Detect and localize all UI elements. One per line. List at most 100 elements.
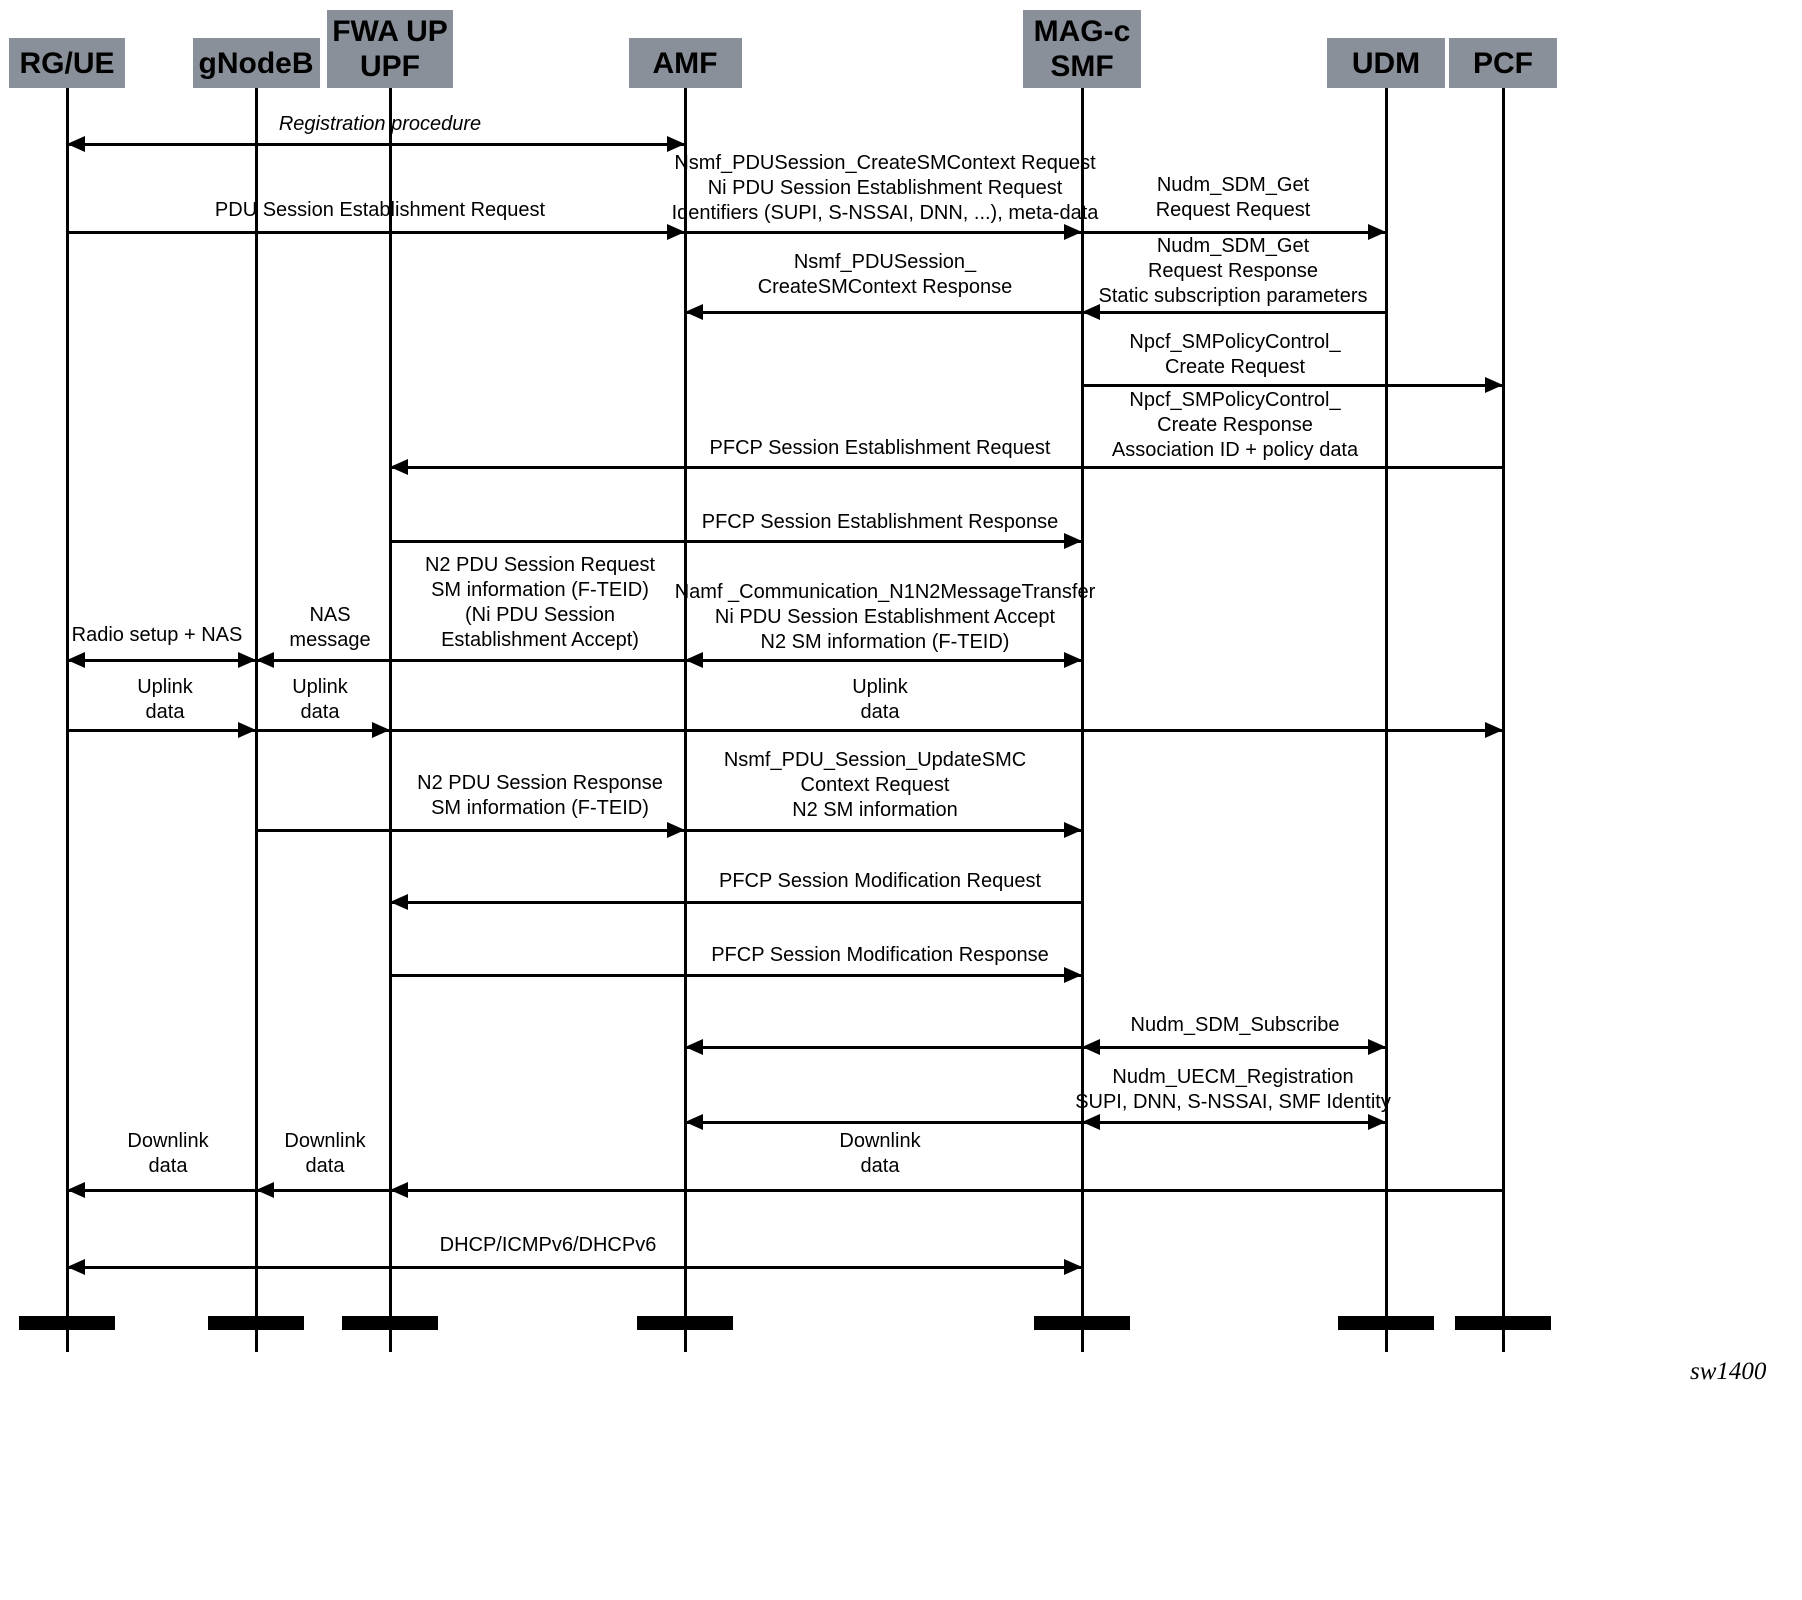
label-line: Uplink	[137, 676, 193, 698]
message-line-nas-message	[256, 658, 685, 662]
participant-box-gnodeb: gNodeB	[192, 38, 320, 88]
arrowhead-left-radio-setup-nas	[67, 651, 85, 668]
message-label-npcf-smpolicycontrol-create-request: Npcf_SMPolicyControl_ Create Request	[935, 330, 1535, 380]
label-line: Npcf_SMPolicyControl_	[1129, 389, 1341, 411]
participant-label: UPF	[360, 50, 420, 83]
arrowhead-left-namf-communication-n1n2messagetransfer	[685, 651, 703, 668]
message-line-pdu-session-establishment-request	[67, 230, 685, 234]
arrowhead-right-pfcp-session-establishment-response	[1064, 532, 1082, 549]
label-line: Identifiers (SUPI, S-NSSAI, DNN, ...), m…	[671, 202, 1099, 224]
lifeline-rg-ue	[65, 88, 69, 1352]
label-line: Create Response	[1157, 414, 1313, 436]
label-line: Npcf_SMPolicyControl_	[1129, 331, 1341, 353]
message-line-radio-setup-nas	[67, 658, 256, 662]
message-line-registration-procedure	[67, 142, 685, 146]
label-line: Namf _Communication_N1N2MessageTransfer	[674, 581, 1096, 603]
label-line: DHCP/ICMPv6/DHCPv6	[439, 1234, 657, 1256]
arrowhead-right-dhcp-icmpv6-dhcpv6	[1064, 1258, 1082, 1275]
message-label-uplink-data-gnodeb-upf: Uplink data	[20, 675, 620, 725]
participant-box-pcf: PCF	[1449, 38, 1557, 88]
label-line: data	[145, 701, 185, 723]
arrowhead-right-pfcp-session-modification-response	[1064, 966, 1082, 983]
participant-label: PCF	[1473, 46, 1533, 80]
lifeline-end-bar-rg-ue	[19, 1316, 115, 1330]
label-line: Downlink	[839, 1130, 921, 1152]
participant-label: SMF	[1050, 50, 1114, 83]
arrowhead-right-namf-communication-n1n2messagetransfer	[1064, 651, 1082, 668]
label-line: Request Response	[1147, 260, 1319, 282]
message-line-npcf-smpolicycontrol-create-request	[1082, 383, 1503, 387]
message-line-uplink-data-upf-network	[390, 728, 1503, 732]
message-line-uplink-data-rg-gnodeb	[67, 728, 256, 732]
label-line: Radio setup + NAS	[71, 624, 243, 646]
arrowhead-right-npcf-smpolicycontrol-create-request	[1485, 376, 1503, 393]
label-line: SM information (F-TEID)	[431, 797, 649, 819]
message-line-nudm-sdm-subscribe-amf-leg	[685, 1045, 1082, 1049]
lifeline-pcf	[1501, 88, 1505, 1352]
label-line: Establishment Accept)	[441, 629, 639, 651]
label-line: data	[300, 701, 340, 723]
arrowhead-left-nudm-uecm-registration-amf-leg	[685, 1113, 703, 1130]
message-label-nsmf-pdusession-createsmcontext-response: Nsmf_PDUSession_CreateSMContext Response	[585, 250, 1185, 300]
arrowhead-left-nsmf-pdusession-createsmcontext-response	[685, 303, 703, 320]
message-line-downlink-data-upf-gnodeb	[256, 1188, 390, 1192]
label-line: data	[305, 1155, 345, 1177]
arrowhead-right-radio-setup-nas	[238, 651, 256, 668]
message-line-nsmf-pdu-session-updatesmc	[685, 828, 1082, 832]
label-line: Nsmf_PDUSession_CreateSMContext Request	[674, 152, 1096, 174]
message-line-dhcp-icmpv6-dhcpv6	[67, 1265, 1082, 1269]
participant-label: AMF	[652, 46, 718, 80]
label-line: PDU Session Establishment Request	[214, 199, 546, 221]
arrowhead-left-nudm-sdm-subscribe-amf-leg	[685, 1038, 703, 1055]
label-line: message	[289, 629, 371, 651]
label-line: Registration procedure	[278, 113, 482, 135]
arrowhead-right-pdu-session-establishment-request	[667, 223, 685, 240]
label-line: N2 SM information (F-TEID)	[760, 631, 1010, 653]
label-line: (Ni PDU Session	[464, 604, 616, 626]
label-line: Association ID + policy data	[1111, 439, 1359, 461]
message-label-pdu-session-establishment-request: PDU Session Establishment Request	[80, 198, 680, 223]
figure-id-watermark: sw1400	[1690, 1358, 1767, 1385]
label-line: Nsmf_PDU_Session_UpdateSMC	[723, 749, 1027, 771]
lifeline-udm	[1384, 88, 1388, 1352]
message-label-downlink-data-upf-gnodeb: Downlink data	[25, 1129, 625, 1179]
label-line: Downlink	[127, 1130, 209, 1152]
participant-label: RG/UE	[19, 46, 115, 80]
participant-label: UDM	[1351, 46, 1421, 80]
label-line: Downlink	[284, 1130, 366, 1152]
label-line: Ni PDU Session Establishment Accept	[714, 606, 1056, 628]
arrowhead-left-downlink-data-upf-gnodeb	[256, 1181, 274, 1198]
label-line: SM information (F-TEID)	[431, 579, 649, 601]
message-line-nsmf-pdusession-createsmcontext-request	[685, 230, 1082, 234]
arrowhead-left-nas-message	[256, 651, 274, 668]
label-line: N2 PDU Session Response	[417, 772, 663, 794]
message-line-nudm-uecm-registration	[1082, 1120, 1386, 1124]
arrowhead-right-nudm-uecm-registration	[1368, 1113, 1386, 1130]
message-label-radio-setup-nas: Radio setup + NAS	[0, 623, 457, 648]
label-line: Ni PDU Session Establishment Request	[707, 177, 1063, 199]
arrowhead-left-pfcp-session-modification-request	[390, 893, 408, 910]
label-line: Create Request	[1164, 356, 1306, 378]
message-line-n2-pdu-session-response	[256, 828, 685, 832]
arrowhead-right-nsmf-pdu-session-updatesmc	[1064, 821, 1082, 838]
label-line: N2 PDU Session Request	[424, 554, 656, 576]
arrowhead-right-uplink-data-upf-network	[1485, 721, 1503, 738]
arrowhead-right-n2-pdu-session-response	[667, 821, 685, 838]
arrowhead-right-registration-procedure	[667, 135, 685, 152]
label-line: Uplink	[852, 676, 908, 698]
lifeline-end-bar-fwa-up-upf	[342, 1316, 438, 1330]
lifeline-amf	[683, 88, 687, 1352]
label-line: Uplink	[292, 676, 348, 698]
message-line-downlink-data-gnodeb-rg	[67, 1188, 256, 1192]
participant-label: FWA UP	[332, 15, 448, 48]
label-line: CreateSMContext Response	[757, 276, 1013, 298]
message-label-pfcp-session-establishment-response: PFCP Session Establishment Response	[580, 510, 1180, 535]
lifeline-end-bar-amf	[637, 1316, 733, 1330]
